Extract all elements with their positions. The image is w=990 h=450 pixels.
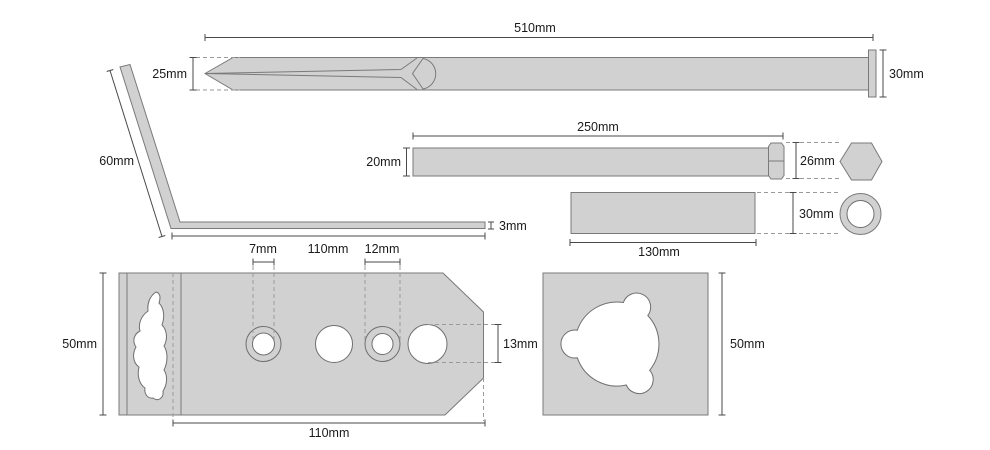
- dim-rod-length: 250mm: [412, 120, 784, 140]
- spike-side-view: [204, 49, 877, 98]
- anchor-plate-top-view: [118, 272, 484, 416]
- square-plate-trefoil-cutout: [560, 292, 660, 395]
- tube-end-inner-hole: [846, 200, 875, 228]
- dim-tube-length: 130mm: [569, 239, 757, 259]
- dim-label-hole-large: 13mm: [503, 337, 538, 351]
- dim-label-hole-small: 7mm: [249, 242, 277, 256]
- spike-body: [204, 57, 869, 91]
- dim-hole-medium: 12mm: [364, 242, 401, 343]
- plate-hole-3-outer-ring: [364, 326, 401, 362]
- dim-hex-head-width: 26mm: [786, 142, 842, 179]
- spike-fluke-detail: [411, 57, 437, 90]
- dim-label-rod-length: 250mm: [577, 120, 619, 134]
- rod-side-view: [412, 142, 785, 180]
- angle-bar-body: [119, 63, 486, 229]
- plate-hole-1-outer-ring: [245, 326, 282, 362]
- dim-spike-length: 510mm: [204, 21, 874, 41]
- dim-label-hole-medium: 12mm: [365, 242, 400, 256]
- dim-angle-bar-length: 60mm: [99, 69, 166, 238]
- dim-hole-large: 13mm: [428, 324, 538, 363]
- dim-square-plate-height: 50mm: [718, 272, 765, 416]
- dim-label-spike-length: 510mm: [514, 21, 556, 35]
- hex-head-end-view: [839, 142, 883, 181]
- dim-angle-bar-leg-length: 110mm: [171, 232, 486, 256]
- dim-plate-height: 50mm: [62, 272, 107, 416]
- anchor-plate-slot-cutout: [133, 291, 168, 401]
- dim-spike-head-diameter: 30mm: [879, 49, 924, 98]
- tube-end-view-ring: [839, 193, 882, 235]
- plate-hole-2: [315, 325, 353, 363]
- dim-label-hex-head-width: 26mm: [800, 154, 835, 168]
- spike-tip-ridge-lines: [204, 57, 418, 90]
- dim-label-plate-height: 50mm: [62, 337, 97, 351]
- dim-label-square-plate-height: 50mm: [730, 337, 765, 351]
- plate-hole-4-large: [407, 324, 448, 364]
- dim-label-spike-tip-width: 25mm: [152, 67, 187, 81]
- dim-tube-diameter: 30mm: [757, 192, 838, 234]
- square-plate-top-view: [542, 272, 709, 416]
- tube-body: [570, 192, 756, 234]
- dim-label-tube-length: 130mm: [638, 245, 680, 259]
- dim-label-tube-diameter: 30mm: [799, 207, 834, 221]
- spike-head-cap: [868, 49, 877, 98]
- angle-bar-side-view: [119, 63, 486, 229]
- dim-label-rod-width: 20mm: [366, 155, 401, 169]
- dim-hole-small: 7mm: [249, 242, 277, 342]
- dim-label-angle-bar-leg-length: 110mm: [308, 242, 349, 256]
- dim-rod-width: 20mm: [366, 147, 410, 177]
- tube-side-view: [570, 192, 756, 234]
- dim-label-spike-head-diameter: 30mm: [889, 67, 924, 81]
- dim-label-plate-length: 110mm: [309, 426, 350, 440]
- dim-plate-length: 110mm: [172, 273, 486, 440]
- dim-label-angle-bar-thickness: 3mm: [499, 219, 527, 233]
- plate-hole-3-small: [371, 333, 394, 355]
- dim-spike-tip-width: 25mm: [152, 57, 240, 91]
- rod-shaft: [412, 147, 770, 177]
- anchor-plate-fold-lines: [126, 273, 182, 415]
- dim-angle-bar-thickness: 3mm: [488, 219, 527, 233]
- dim-label-angle-bar-length: 60mm: [99, 154, 134, 168]
- plate-hole-1-small: [252, 332, 275, 356]
